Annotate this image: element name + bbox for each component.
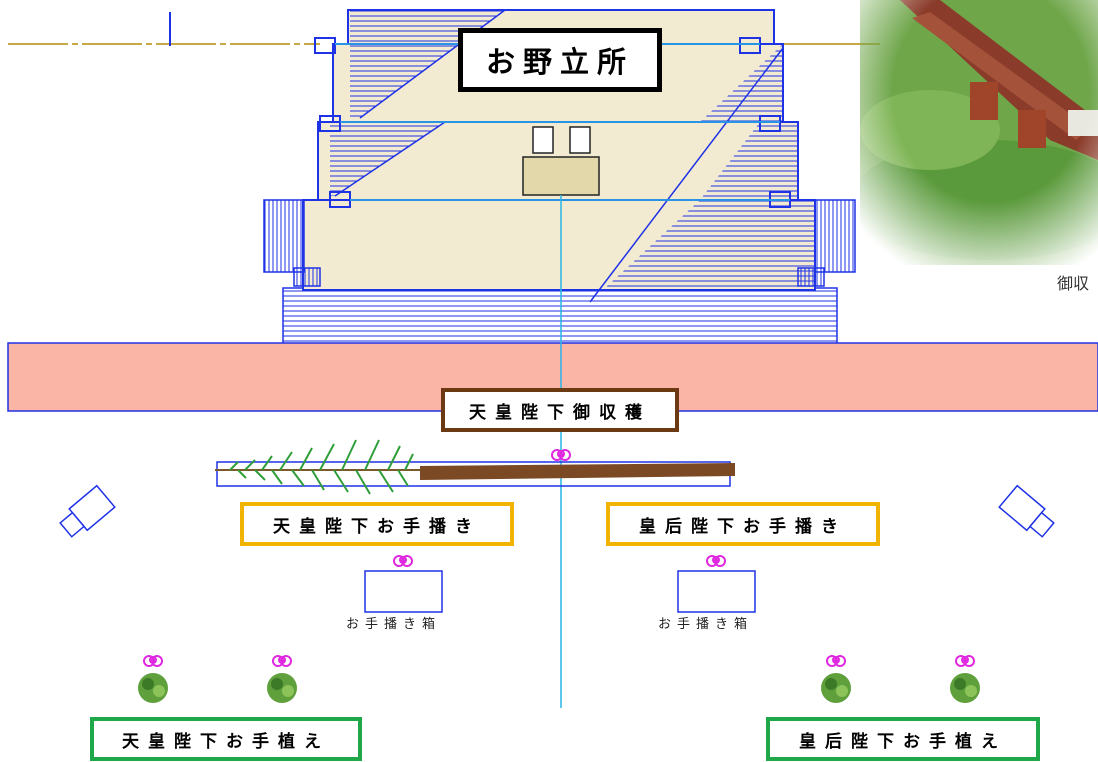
shrub-icon	[138, 673, 980, 703]
sowing-box-right	[677, 570, 756, 613]
camera-icon	[59, 484, 1055, 538]
empress-sowing-label: 皇后陛下お手播き	[606, 502, 880, 546]
sowing-box-left	[364, 570, 443, 613]
seating-table	[522, 126, 600, 196]
harvest-label: 天皇陛下御収穫	[441, 388, 679, 432]
main-title-label: お野立所	[458, 28, 662, 92]
empress-planting-label: 皇后陛下お手植え	[766, 717, 1040, 761]
harvest-row	[215, 439, 735, 495]
flower-marker-icon	[143, 449, 975, 667]
pine-sapling-icon	[215, 439, 420, 495]
harvest-photo	[850, 0, 1098, 265]
photo-caption: 御収	[1057, 274, 1090, 293]
sowing-box-caption-right: お手播き箱	[658, 617, 754, 632]
emperor-sowing-label: 天皇陛下お手播き	[240, 502, 514, 546]
sowing-box-caption-left: お手播き箱	[346, 617, 442, 632]
emperor-planting-label: 天皇陛下お手植え	[90, 717, 362, 761]
